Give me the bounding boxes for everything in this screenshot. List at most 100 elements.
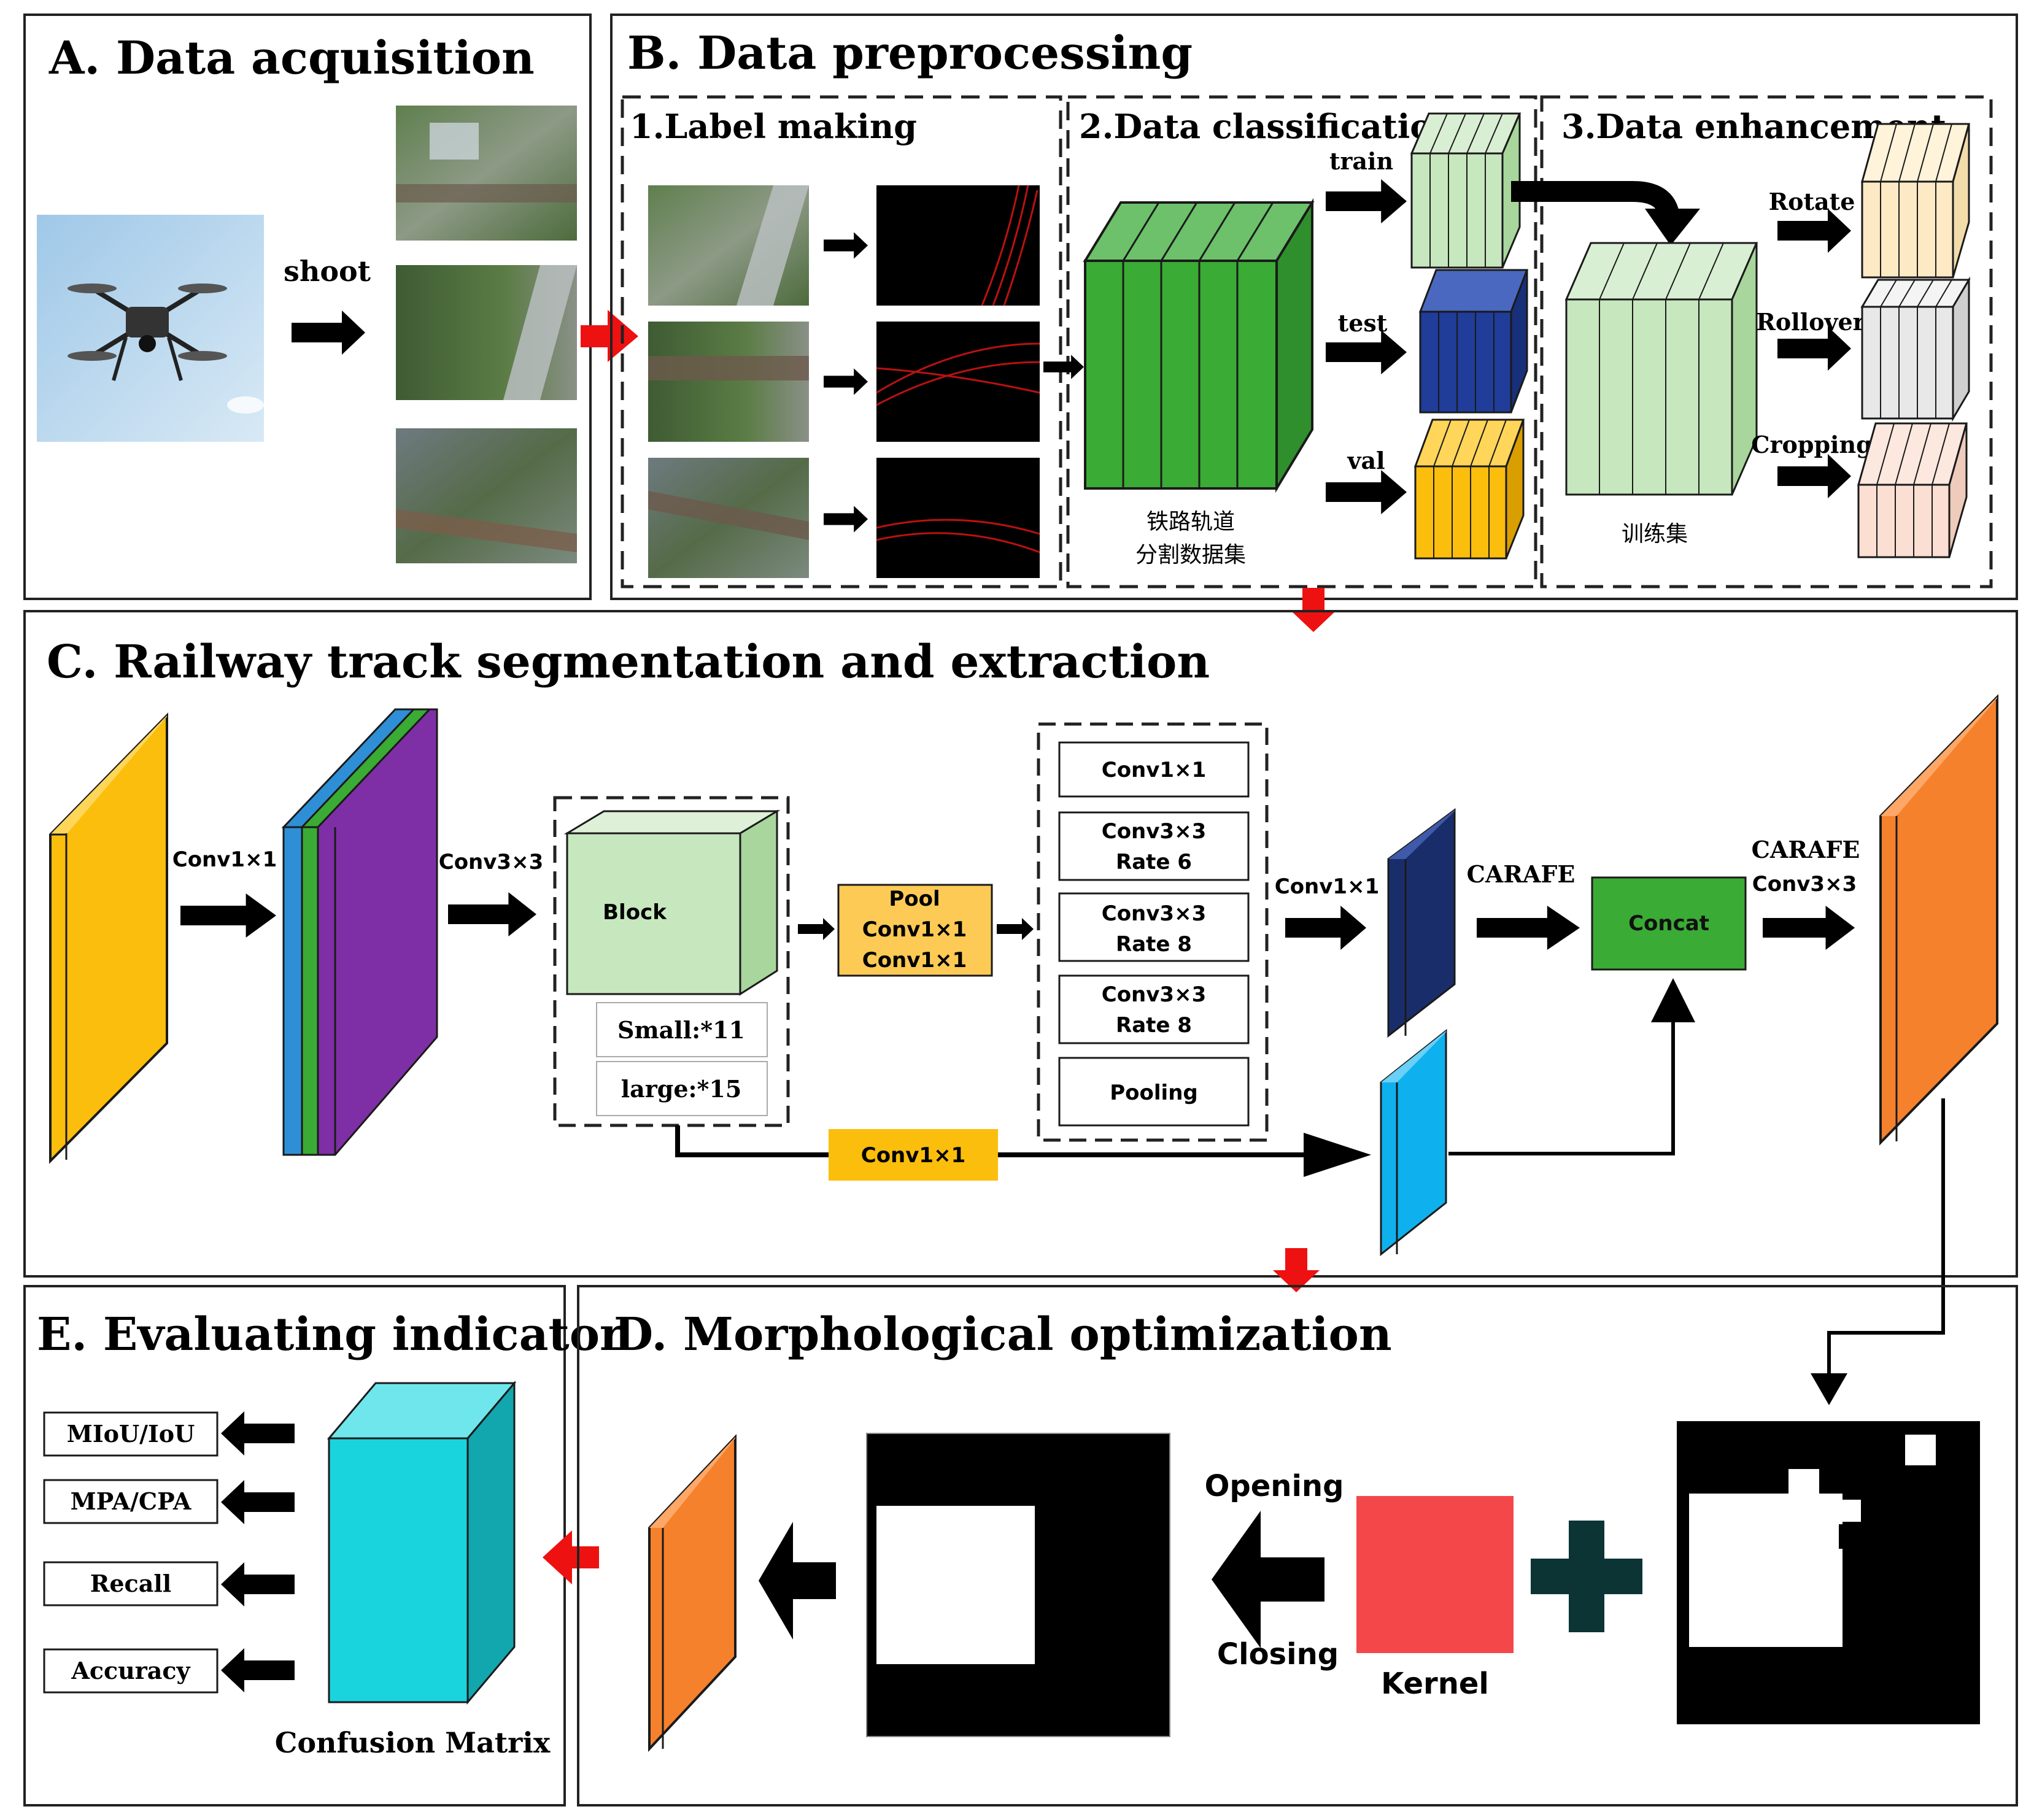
label-image-3 [648, 458, 809, 578]
arrow-right-icon [1477, 906, 1580, 950]
conv1x1-label-2: Conv1×1 [1275, 874, 1379, 899]
rollover-stack [1860, 276, 1971, 422]
section-c-title: C. Railway track segmentation and extrac… [47, 636, 1210, 688]
aspp-pooling: Pooling [1110, 1081, 1198, 1105]
skip-conv1x1-label: Conv1×1 [861, 1143, 965, 1168]
drone-icon [68, 283, 227, 381]
output-to-postprocess-arrow [1811, 1098, 1945, 1405]
rollover-label: Rollover [1756, 308, 1865, 336]
train-stack [1410, 112, 1522, 269]
arrow-right-icon [1326, 179, 1407, 223]
mask-image-2 [876, 322, 1040, 442]
label-image-2 [648, 322, 809, 442]
rotate-label: Rotate [1769, 188, 1855, 215]
conv3x3-label-2: Conv3×3 [1752, 872, 1857, 897]
arrow-right-icon [824, 232, 868, 259]
arrow-left-icon [1212, 1511, 1324, 1648]
rotate-stack [1861, 123, 1970, 279]
skip-to-concat-arrow [1448, 978, 1695, 1155]
test-stack [1418, 269, 1529, 414]
stacked-feature-maps [281, 708, 438, 1156]
arrow-right-icon [824, 506, 868, 533]
block-cube [563, 809, 781, 996]
aspp-conv3x3-a: Conv3×3 [1102, 819, 1206, 844]
block-label: Block [603, 900, 667, 925]
opening-label: Opening [1205, 1469, 1344, 1503]
section-b-data-preprocessing: B. Data preprocessing 1.Label making 2.D… [610, 13, 2018, 600]
closing-label: Closing [1217, 1637, 1339, 1672]
label-making-title: 1.Label making [630, 107, 917, 146]
conv3x3-label-1: Conv3×3 [439, 850, 543, 874]
section-a-title: A. Data acquisition [48, 32, 535, 85]
training-set-label: 训练集 [1622, 522, 1688, 547]
concat-label: Concat [1628, 911, 1709, 936]
mask-image-3 [876, 458, 1040, 578]
dataset-label-line2: 分割数据集 [1135, 542, 1246, 568]
section-e-title: E. Evaluating indicator [37, 1308, 624, 1361]
conv1x1-label-1: Conv1×1 [172, 847, 277, 872]
label-image-1 [648, 185, 809, 306]
arrow-left-icon [759, 1522, 836, 1640]
miou-label: MIoU/IoU [67, 1420, 195, 1448]
pool-line3: Conv1×1 [862, 948, 967, 973]
arrow-left-icon [221, 1411, 295, 1456]
arrow-left-icon [221, 1562, 295, 1606]
arrow-right-icon [1043, 355, 1084, 379]
output-feature-map [1879, 694, 1998, 1146]
arrow-right-icon [1763, 906, 1855, 950]
arrow-right-icon [180, 893, 276, 938]
arrow-right-icon [997, 918, 1034, 940]
dataset-label-line1: 铁路轨道 [1147, 509, 1235, 534]
aspp-output-map [1387, 808, 1456, 1038]
skip-feature-map [1380, 1028, 1447, 1257]
aspp-conv1x1: Conv1×1 [1102, 758, 1206, 782]
aspp-rate8-a: Rate 8 [1116, 932, 1192, 957]
aspp-rate8-b: Rate 8 [1116, 1013, 1192, 1038]
cropping-stack [1857, 422, 1968, 558]
aspp-conv3x3-c: Conv3×3 [1102, 982, 1206, 1007]
arrow-right-icon [1285, 906, 1366, 950]
aerial-image-2 [396, 265, 577, 400]
arrow-left-icon [221, 1480, 295, 1524]
curved-arrow-icon [1511, 181, 1700, 245]
arrow-right-icon [1777, 454, 1851, 498]
shoot-label: shoot [284, 255, 371, 288]
training-set-block [1564, 242, 1758, 496]
test-label: test [1338, 309, 1388, 337]
section-a-data-acquisition: A. Data acquisition shoot [23, 13, 592, 600]
aerial-image-3 [396, 428, 577, 563]
arrow-left-icon [221, 1648, 295, 1692]
confusion-matrix-label: Confusion Matrix [275, 1726, 551, 1759]
arrow-right-icon [824, 368, 868, 395]
aerial-image-1 [396, 106, 577, 241]
arrow-right-icon [1326, 470, 1407, 514]
confusion-matrix-cube [327, 1380, 517, 1705]
carafe-label-1: CARAFE [1467, 860, 1576, 888]
small-label: Small:*11 [617, 1016, 745, 1044]
skip-connection [675, 1125, 1371, 1177]
mpa-label: MPA/CPA [71, 1487, 191, 1515]
section-d-title: D. Morphological optimization [614, 1308, 1392, 1361]
pool-line2: Conv1×1 [862, 917, 967, 942]
large-label: large:*15 [621, 1075, 742, 1103]
val-label: val [1347, 447, 1385, 474]
data-classification-title: 2.Data classification [1079, 107, 1456, 146]
input-feature-map [49, 712, 168, 1164]
optimized-mask [866, 1433, 1170, 1737]
aspp-rate6: Rate 6 [1116, 850, 1192, 874]
dataset-block [1083, 198, 1315, 493]
accuracy-label: Accuracy [71, 1657, 190, 1684]
plus-icon [1531, 1521, 1642, 1632]
mask-image-1 [876, 185, 1040, 306]
recall-label: Recall [90, 1570, 171, 1597]
pool-line1: Pool [889, 887, 940, 911]
val-stack [1413, 418, 1525, 560]
arrow-right-icon [292, 310, 365, 355]
section-b-title: B. Data preprocessing [627, 27, 1193, 80]
train-label: train [1329, 147, 1393, 175]
kernel-label: Kernel [1381, 1667, 1489, 1701]
aspp-conv3x3-b: Conv3×3 [1102, 901, 1206, 926]
section-d-morphological-optimization: D. Morphological optimization Opening Cl… [577, 1285, 2018, 1807]
drone-photo [37, 215, 264, 442]
